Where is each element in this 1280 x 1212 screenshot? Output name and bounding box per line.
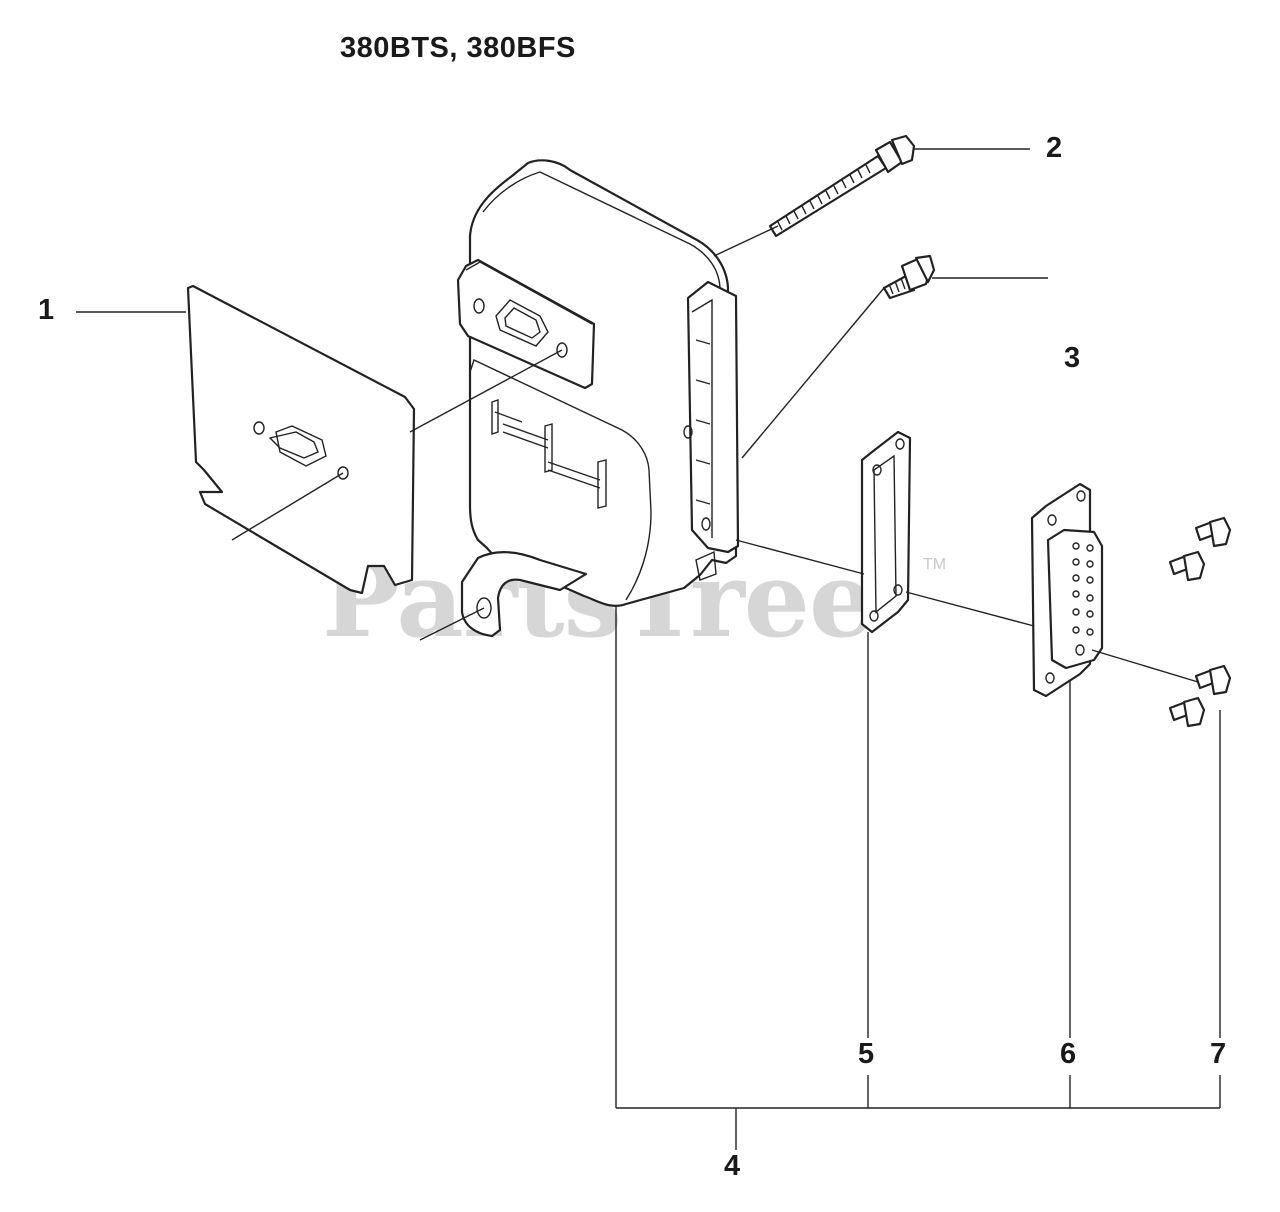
screw-b <box>1168 550 1206 582</box>
part-5-gasket <box>860 430 912 634</box>
part-4-muffler-body <box>456 159 740 638</box>
screw-a <box>1194 516 1232 548</box>
callout-6: 6 <box>1060 1038 1077 1070</box>
callout-7: 7 <box>1210 1038 1227 1070</box>
callout-3: 3 <box>1064 342 1081 374</box>
diagram-title: 380BTS, 380BFS <box>340 32 576 64</box>
part-7-screws <box>1168 516 1232 728</box>
part-6-spark-arrestor-cover <box>1030 482 1104 698</box>
callout-4: 4 <box>724 1150 741 1182</box>
part-3-short-bolt <box>882 254 936 300</box>
part-1-heat-shield-plate <box>186 284 416 595</box>
leader-lines <box>76 148 1221 1150</box>
part-2-long-bolt <box>768 134 916 238</box>
screw-c <box>1194 664 1232 696</box>
screw-d <box>1168 696 1206 728</box>
callout-1: 1 <box>38 294 55 326</box>
callout-2: 2 <box>1046 132 1063 164</box>
callout-5: 5 <box>858 1038 875 1070</box>
trademark-mark: TM <box>923 556 947 573</box>
